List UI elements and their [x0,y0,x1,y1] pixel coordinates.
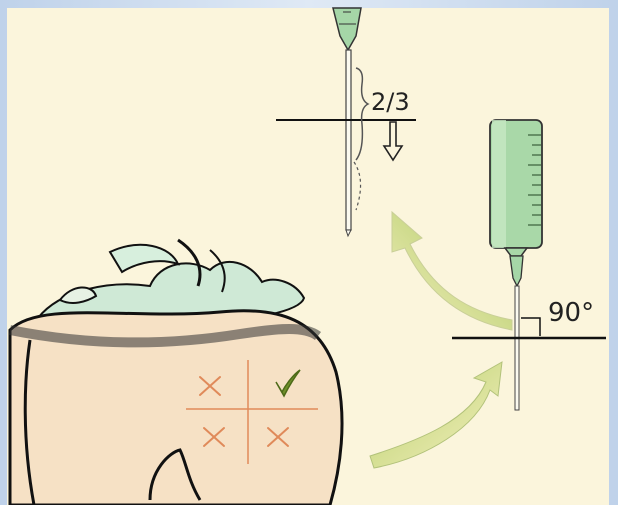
depth-brace [356,68,368,160]
needle-icon [333,8,361,236]
depth-label: 2/3 [371,88,410,116]
angle-label: 90° [548,298,594,328]
down-arrow-icon [384,122,402,160]
right-angle-icon [521,318,540,336]
curved-arrow-icon-lower [370,362,502,468]
buttocks-shape [10,311,342,505]
